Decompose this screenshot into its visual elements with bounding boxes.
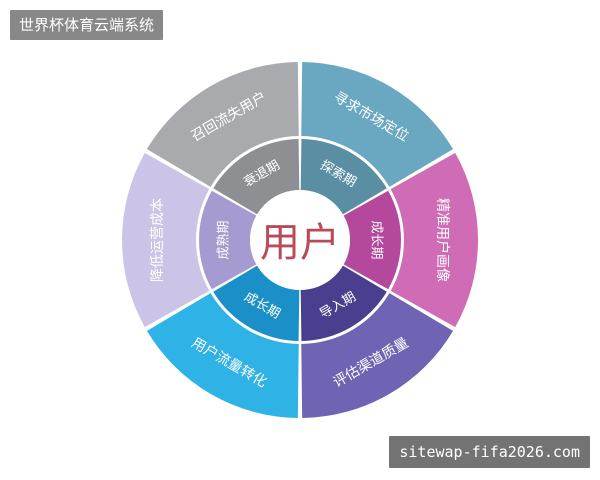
inner-label-4: 成熟期 (216, 220, 232, 259)
outer-segment-2 (301, 293, 454, 418)
outer-label-4: 降低运营成本 (150, 198, 166, 282)
page-title: 世界杯体育云端系统 (10, 10, 164, 40)
center-circle (250, 190, 350, 290)
outer-segment-1 (390, 152, 478, 328)
inner-segment-3 (213, 265, 300, 341)
inner-label-1: 成长期 (369, 220, 384, 259)
watermark: sitewap-fifa2026.com (389, 436, 590, 468)
outer-segment-3 (146, 293, 299, 418)
inner-segment-4 (199, 190, 257, 290)
outer-segment-4 (122, 152, 210, 328)
outer-label-1: 精准用户画像 (434, 198, 451, 282)
inner-segment-2 (300, 265, 387, 341)
inner-segment-1 (343, 190, 401, 290)
center-label: 用户 (260, 220, 340, 265)
inner-segment-0 (300, 139, 387, 215)
outer-segment-5 (146, 62, 299, 187)
inner-ring (199, 139, 401, 341)
inner-segment-5 (213, 139, 300, 215)
outer-ring (122, 62, 478, 418)
outer-segment-0 (301, 62, 454, 187)
